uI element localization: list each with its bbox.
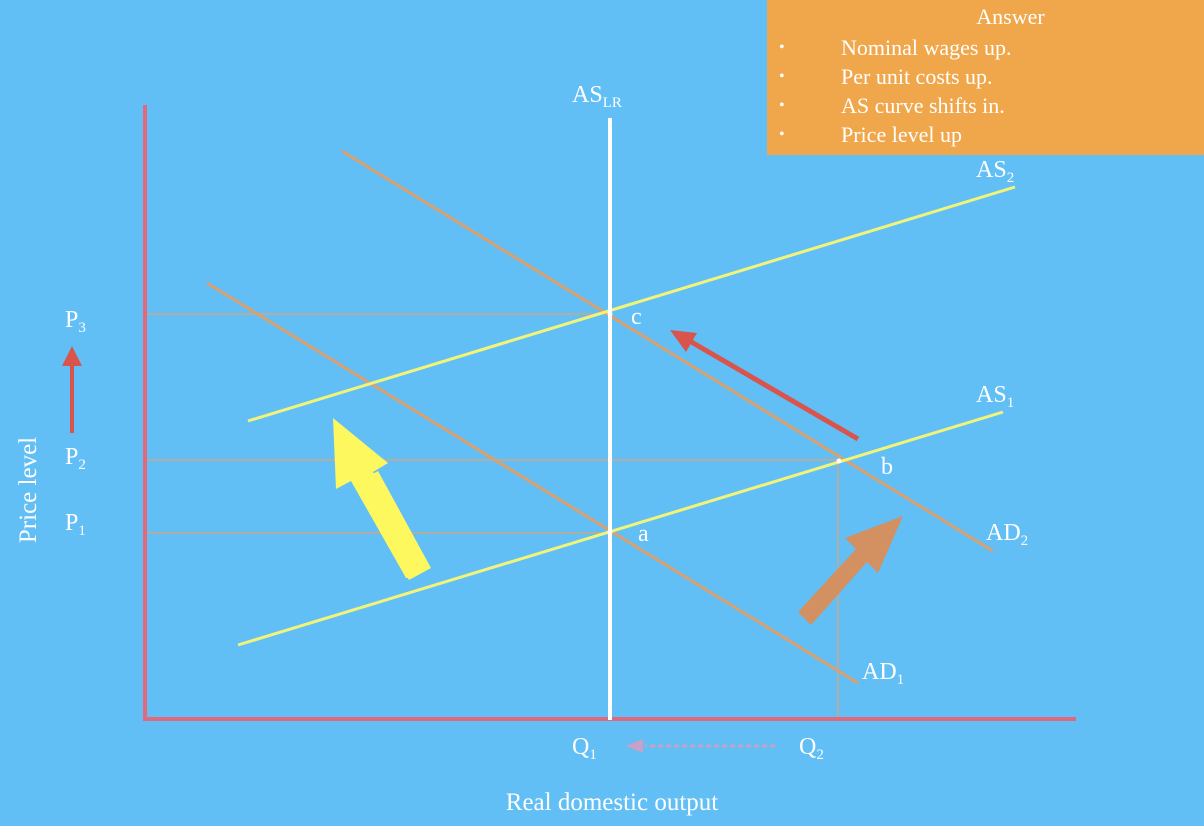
answer-title: Answer: [976, 4, 1045, 29]
as1-curve: [237, 410, 1004, 647]
point-c-marker: [607, 311, 613, 317]
point-b-marker: [836, 458, 842, 464]
b-to-c-arrow-head: [670, 330, 697, 352]
point-a-marker: [607, 529, 613, 535]
answer-item-text: Price level up: [841, 122, 962, 147]
point-a-label: a: [638, 521, 649, 547]
bullet-icon: •: [779, 126, 785, 143]
answer-box: Answer • Nominal wages up. • Per unit cost…: [767, 0, 1204, 155]
as-shift-in-arrow-body: [356, 471, 431, 580]
answer-item: • Per unit costs up.: [767, 62, 1204, 91]
as1-label: AS1: [976, 382, 1014, 411]
p1-label: P1: [65, 510, 86, 539]
q2-to-q1-dashed-arrow-head: [626, 739, 643, 753]
bullet-icon: •: [779, 39, 785, 56]
x-axis-title: Real domestic output: [506, 789, 719, 816]
price-up-arrow-head: [62, 346, 82, 366]
ad2-label: AD2: [986, 520, 1028, 549]
y-axis-title: Price level: [15, 437, 42, 543]
answer-item: • Price level up: [767, 120, 1204, 149]
p2-label: P2: [65, 444, 86, 473]
aslr-label: ASLR: [572, 82, 622, 111]
as2-curve: [247, 185, 1016, 423]
point-b-label: b: [881, 454, 893, 480]
point-c-label: c: [631, 304, 642, 330]
ad1-label: AD1: [862, 659, 904, 688]
ad1-curve: [206, 281, 859, 685]
b-to-c-arrow-shaft: [686, 337, 860, 442]
as2-label: AS2: [976, 157, 1014, 186]
answer-item-text: AS curve shifts in.: [841, 93, 1005, 118]
ad2-curve: [341, 149, 994, 553]
answer-list: • Nominal wages up. • Per unit costs up. •…: [767, 33, 1204, 149]
answer-item: • Nominal wages up.: [767, 33, 1204, 62]
q1-label: Q1: [572, 734, 597, 763]
answer-item: • AS curve shifts in.: [767, 91, 1204, 120]
p3-label: P3: [65, 307, 86, 336]
q2-label: Q2: [799, 734, 824, 763]
bullet-icon: •: [779, 68, 785, 85]
answer-item-text: Per unit costs up.: [841, 64, 993, 89]
answer-item-text: Nominal wages up.: [841, 35, 1012, 60]
bullet-icon: •: [779, 97, 785, 114]
ad-shift-out-arrow: [798, 516, 903, 625]
